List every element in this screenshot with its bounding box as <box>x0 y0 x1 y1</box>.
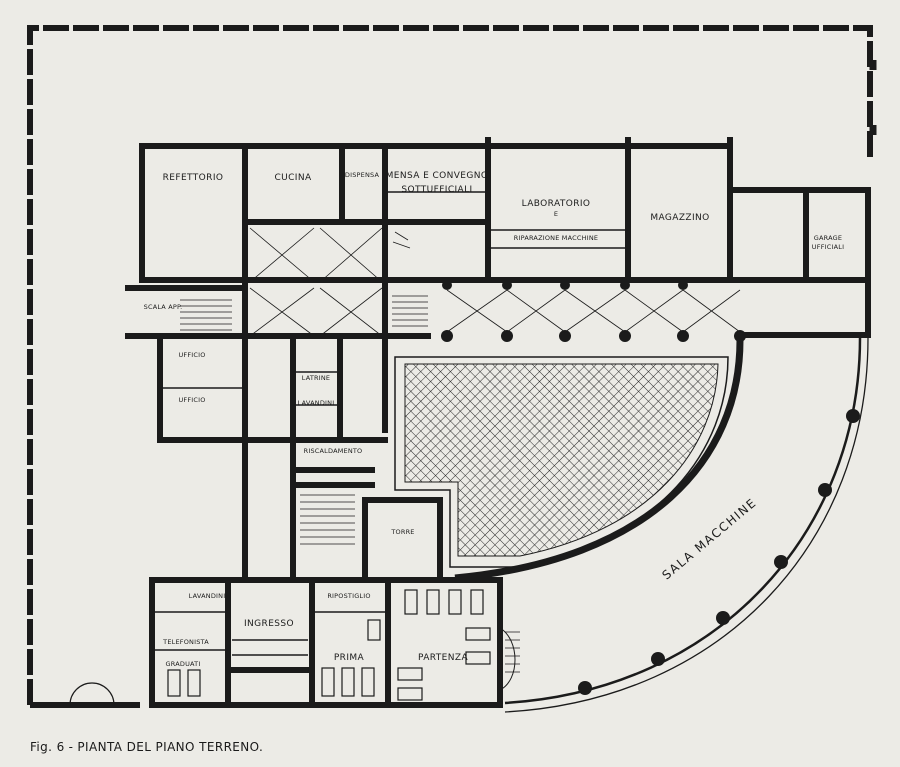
label-mensa-2: SOTTUFFICIALI <box>401 185 472 195</box>
label-prima: PRIMA <box>334 653 365 663</box>
label-partenza: PARTENZA <box>418 653 468 663</box>
label-telefonista: TELEFONISTA <box>162 638 209 646</box>
label-ufficio-2: UFFICIO <box>178 396 205 404</box>
label-garage-1: GARAGE <box>814 234 842 242</box>
boundary-fence <box>27 25 877 708</box>
label-garage-2: UFFICIALI <box>812 243 844 251</box>
walls <box>125 137 871 708</box>
label-dispensa: DISPENSA <box>345 171 380 179</box>
entrance-stair-arc <box>499 627 516 691</box>
vault-diagonals <box>249 227 741 337</box>
courtyard-hatch <box>404 363 719 557</box>
label-riscaldamento: RISCALDAMENTO <box>304 447 363 455</box>
caption-title: PIANTA DEL PIANO TERRENO. <box>77 740 264 754</box>
label-lavandini-1: LAVANDINI <box>298 399 335 407</box>
label-latrine: LATRINE <box>302 374 331 382</box>
label-ripostiglio: RIPOSTIGLIO <box>327 592 370 600</box>
label-sala-macchine: SALA MACCHINE <box>659 495 759 582</box>
label-ingresso: INGRESSO <box>244 619 294 629</box>
caption-separator: - <box>68 740 74 754</box>
label-laboratorio-2: RIPARAZIONE MACCHINE <box>514 234 598 242</box>
label-mensa-1: MENSA E CONVEGNO <box>386 171 489 181</box>
portico-columns <box>441 280 746 342</box>
figure-caption: Fig. 6-PIANTA DEL PIANO TERRENO. <box>30 740 263 754</box>
gate-arcs <box>69 682 115 706</box>
label-torre: TORRE <box>390 528 414 536</box>
label-magazzino: MAGAZZINO <box>650 213 709 223</box>
partitions <box>152 191 628 656</box>
stairs <box>180 231 520 673</box>
vehicle-bays <box>167 589 491 701</box>
label-refettorio: REFETTORIO <box>163 173 224 183</box>
label-laboratorio-1: LABORATORIO <box>522 199 591 209</box>
caption-figure-number: Fig. 6 <box>30 740 65 754</box>
label-laboratorio-amp: E <box>554 210 558 218</box>
label-cucina: CUCINA <box>274 173 312 183</box>
label-lavandini-2: LAVANDINI <box>189 592 226 600</box>
label-graduati: GRADUATI <box>166 660 201 668</box>
sala-macchine-columns <box>578 409 860 695</box>
label-scala: SCALA APP. <box>144 303 183 311</box>
label-ufficio-1: UFFICIO <box>178 351 205 359</box>
